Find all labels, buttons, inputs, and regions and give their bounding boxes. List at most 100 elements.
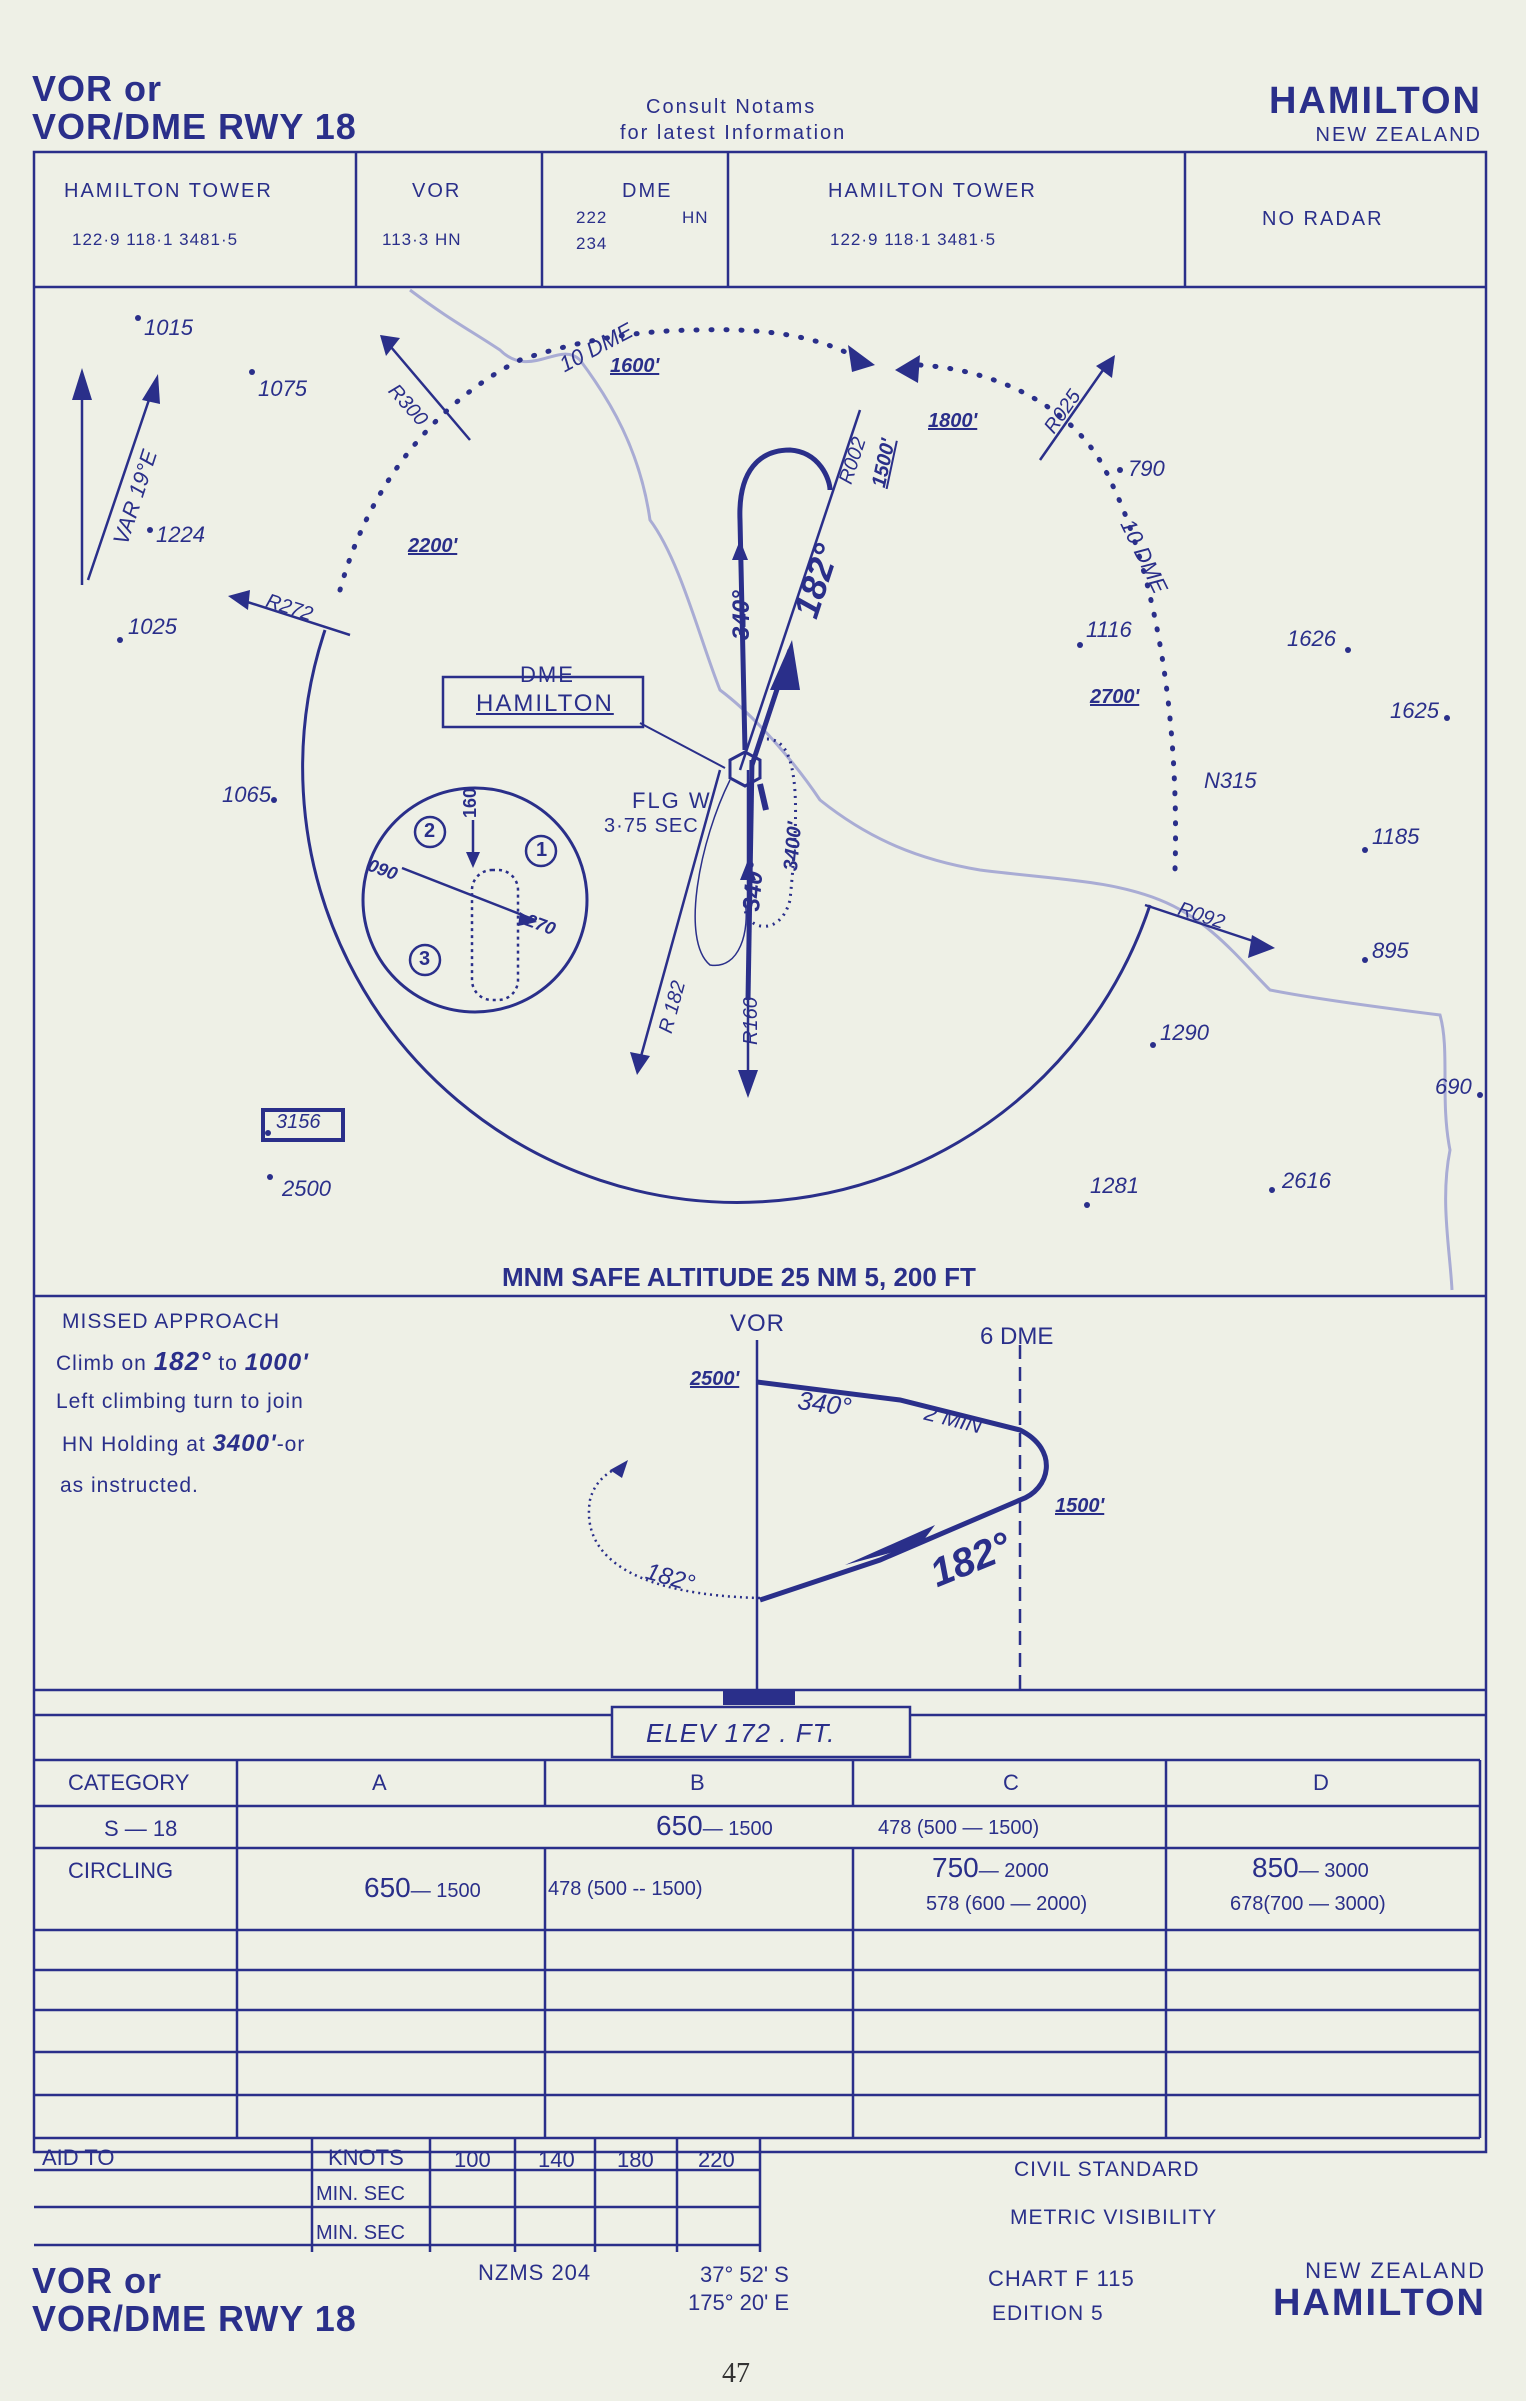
- spot-height: N315: [1204, 768, 1257, 793]
- spot-height: 1065: [222, 782, 271, 807]
- missed-line3-c: -or: [276, 1433, 306, 1456]
- minima-s18-mda: 650: [656, 1810, 703, 1841]
- minima-circling-ab-mda: 650: [364, 1872, 411, 1903]
- course-340-top: 340°: [728, 590, 755, 640]
- footer-chart-number: CHART F 115: [988, 2266, 1135, 2291]
- minima-circling-c: 750— 2000: [932, 1852, 1049, 1884]
- course-340-bottom: 340°: [738, 860, 770, 913]
- aerodrome-elevation: ELEV 172 . FT.: [646, 1718, 836, 1748]
- comm-hamilton-tower-freqs: 122·9 118·1 3481·5: [72, 230, 239, 249]
- missed-line3-alt: 3400': [212, 1430, 277, 1457]
- missed-approach-title: MISSED APPROACH: [62, 1310, 281, 1333]
- alt-1600: 1600': [610, 355, 660, 377]
- comm-dme-freq-b: 234: [576, 234, 608, 253]
- profile-6dme-label: 6 DME: [980, 1323, 1054, 1350]
- minima-circling-c-mda: 750: [932, 1852, 979, 1883]
- footer-country: NEW ZEALAND: [1305, 2258, 1486, 2283]
- profile-alt-2500: 2500': [690, 1368, 740, 1390]
- profile-alt-1500: 1500': [1055, 1495, 1105, 1517]
- comm-vor-label: VOR: [412, 180, 462, 202]
- missed-line1-alt: 1000': [244, 1349, 309, 1376]
- spot-height: 2616: [1282, 1168, 1331, 1193]
- missed-approach-line1: Climb on 182° to 1000': [56, 1346, 309, 1377]
- footer-procedure-line1: VOR or: [32, 2260, 163, 2301]
- msa-label: MNM SAFE ALTITUDE 25 NM 5, 200 FT: [502, 1262, 976, 1292]
- spot-height: 1116: [1086, 617, 1132, 642]
- alt-2700: 2700': [1090, 686, 1140, 708]
- minima-circling-d-hat: 678(700 — 3000): [1230, 1893, 1386, 1915]
- metric-visibility: METRIC VISIBILITY: [1010, 2206, 1218, 2229]
- comm-no-radar: NO RADAR: [1262, 208, 1384, 230]
- comm-hamilton-tower2-freqs: 122·9 118·1 3481·5: [830, 230, 997, 249]
- airport-name: HAMILTON: [1268, 80, 1482, 122]
- hold-entry-1: 1: [536, 839, 548, 861]
- comm-hamilton-tower-label: HAMILTON TOWER: [64, 180, 273, 202]
- dme-box-line1: DME: [520, 662, 575, 687]
- footer-edition: EDITION 5: [992, 2302, 1104, 2325]
- comm-dme-ident: HN: [682, 208, 709, 227]
- minima-s18-value: 650— 1500: [656, 1810, 773, 1842]
- footer-procedure-line2: VOR/DME RWY 18: [32, 2298, 357, 2339]
- spot-height: 1626: [1287, 626, 1336, 651]
- minima-circling-d-mda: 850: [1252, 1852, 1299, 1883]
- aid-to-label: AID TO: [42, 2145, 115, 2170]
- notams-line2: for latest Information: [620, 122, 847, 144]
- minima-circling-ab-hat: 478 (500 -- 1500): [548, 1878, 703, 1900]
- alt-1800: 1800': [928, 410, 978, 432]
- minima-circling-c-vis: — 2000: [978, 1860, 1049, 1882]
- flg-time: 3·75 SEC: [604, 815, 699, 837]
- missed-line1-course: 182°: [153, 1346, 212, 1376]
- footer-city: HAMILTON: [1272, 2282, 1486, 2324]
- minima-header-c: C: [1003, 1770, 1019, 1795]
- page-number: 47: [722, 2358, 750, 2389]
- spot-height: 1075: [258, 376, 307, 401]
- spot-height: 895: [1372, 938, 1409, 963]
- spot-height: 3156: [276, 1111, 321, 1133]
- comm-dme-label: DME: [622, 180, 673, 202]
- aid-knots-label: KNOTS: [328, 2145, 404, 2170]
- minima-circling-d: 850— 3000: [1252, 1852, 1369, 1884]
- minima-s18-vis: — 1500: [702, 1818, 773, 1840]
- missed-line1-a: Climb on: [56, 1352, 147, 1375]
- flg-label: FLG W: [632, 788, 712, 813]
- minima-header-b: B: [690, 1770, 705, 1795]
- procedure-title-line1: VOR or: [32, 68, 163, 109]
- comm-dme-freq-a: 222: [576, 208, 608, 227]
- dme-box-line2: HAMILTON: [476, 690, 614, 717]
- aid-speed: 180: [617, 2147, 654, 2172]
- spot-height: 2500: [282, 1176, 331, 1201]
- minima-header-a: A: [372, 1770, 387, 1795]
- comm-hamilton-tower2-label: HAMILTON TOWER: [828, 180, 1037, 202]
- aid-speed: 100: [454, 2147, 491, 2172]
- spot-height: 790: [1128, 456, 1165, 481]
- profile-vor-label: VOR: [730, 1310, 786, 1337]
- spot-height: 1224: [156, 522, 205, 547]
- minima-header-d: D: [1313, 1770, 1329, 1795]
- minima-s18-hat: 478 (500 — 1500): [878, 1817, 1040, 1839]
- minima-circling-ab-vis: — 1500: [410, 1880, 481, 1902]
- spot-height: 1025: [128, 614, 177, 639]
- missed-line3-a: HN Holding at: [62, 1433, 206, 1456]
- spot-height: 690: [1435, 1074, 1472, 1099]
- spot-height: 1185: [1372, 824, 1420, 849]
- procedure-title-line2: VOR/DME RWY 18: [32, 106, 357, 147]
- civil-standard: CIVIL STANDARD: [1014, 2158, 1200, 2181]
- minima-circling-label: CIRCLING: [68, 1858, 174, 1883]
- minima-circling-d-vis: — 3000: [1298, 1860, 1369, 1882]
- missed-approach-line2: Left climbing turn to join: [56, 1390, 304, 1413]
- spot-height: 1625: [1390, 698, 1439, 723]
- spot-height: 1015: [144, 315, 193, 340]
- aid-speed: 220: [698, 2147, 735, 2172]
- spot-height: 1281: [1090, 1173, 1139, 1198]
- hold-entry-3: 3: [419, 948, 431, 970]
- footer-longitude: 175° 20' E: [688, 2290, 790, 2315]
- aid-minsec-2: MIN. SEC: [316, 2222, 405, 2244]
- footer-latitude: 37° 52' S: [700, 2262, 789, 2287]
- missed-approach-line4: as instructed.: [60, 1474, 199, 1497]
- aid-speed: 140: [538, 2147, 575, 2172]
- alt-2200: 2200': [408, 535, 458, 557]
- minima-circling-c-hat: 578 (600 — 2000): [926, 1893, 1088, 1915]
- hold-160: 160: [460, 787, 480, 818]
- aid-minsec-1: MIN. SEC: [316, 2183, 405, 2205]
